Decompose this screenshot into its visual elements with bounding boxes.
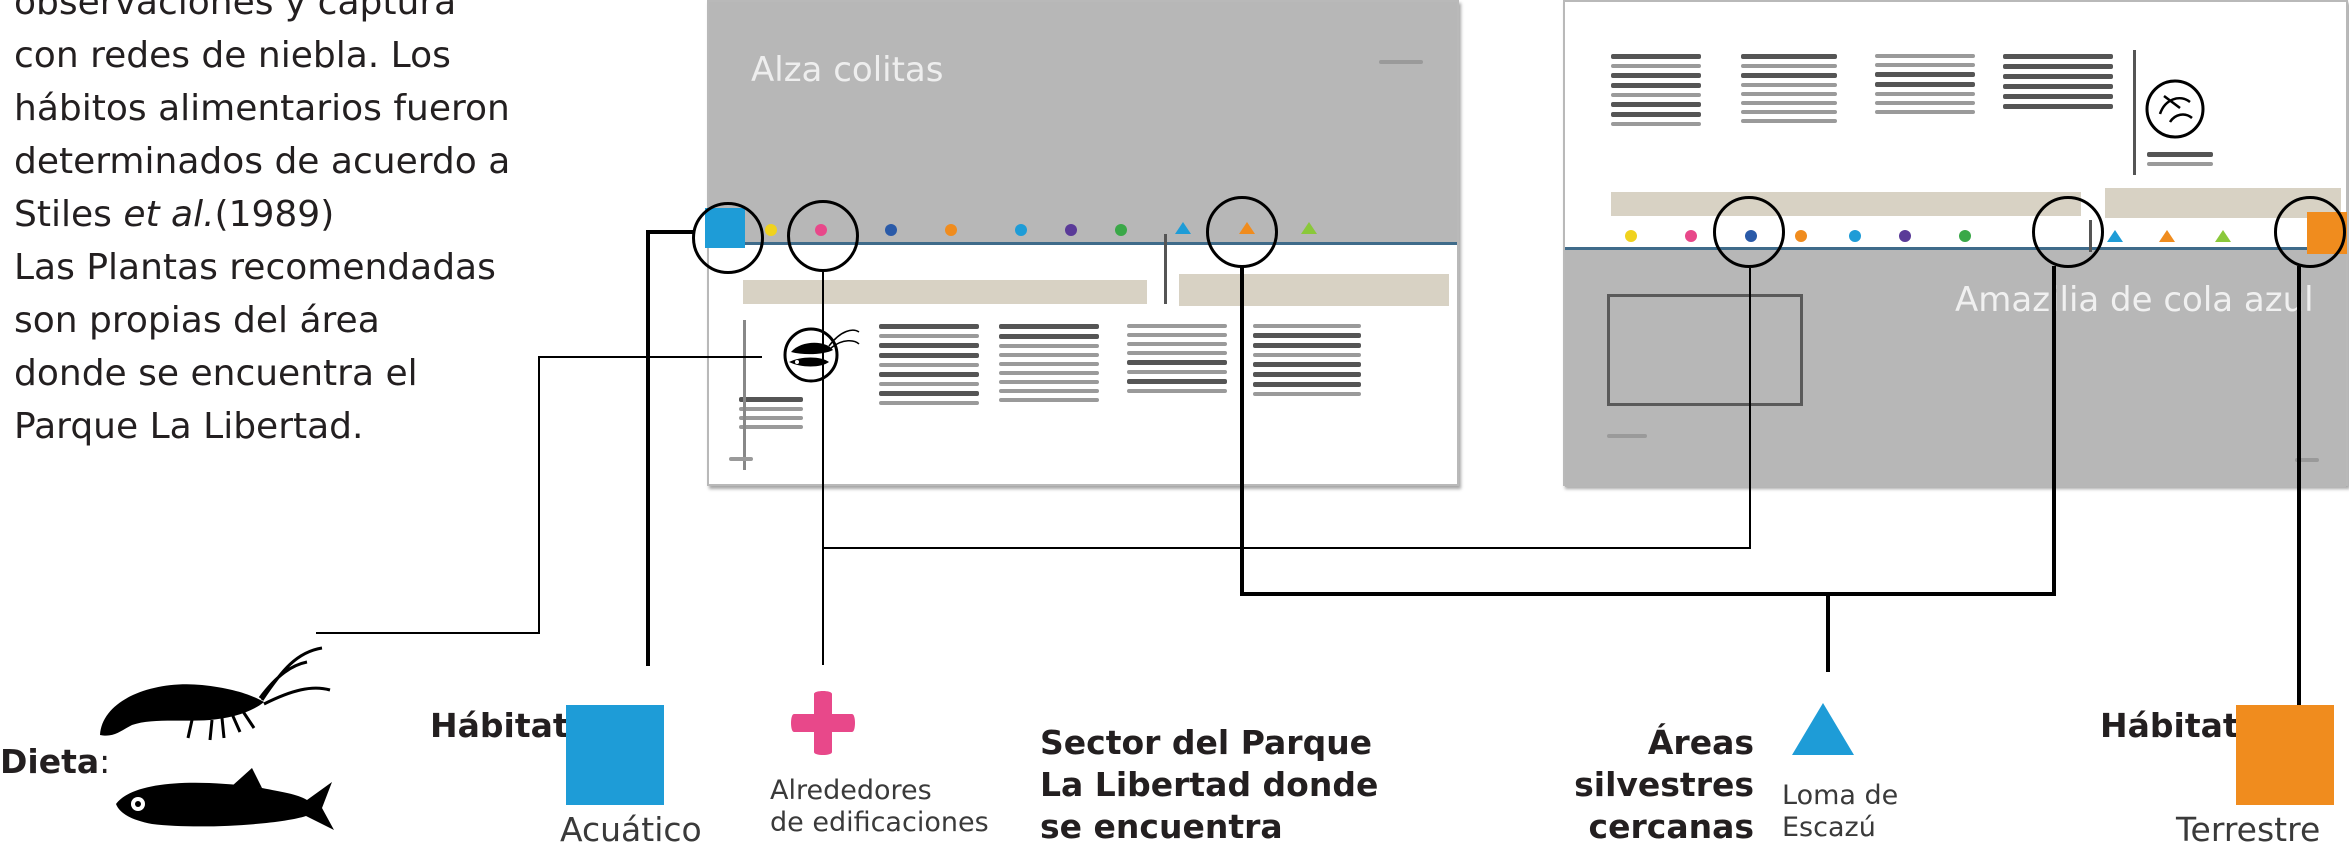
triangle-marker: [2215, 230, 2231, 242]
intro-line: Parque La Libertad.: [14, 406, 364, 447]
diet-label: Dieta:: [0, 742, 111, 781]
text-band: [743, 280, 1147, 304]
triangle-icon: [1792, 703, 1854, 755]
blur-text: [1741, 54, 1837, 128]
intro-citation: Stiles et al.(1989): [14, 194, 335, 235]
blur-text: [1611, 54, 1701, 131]
connector-line: [646, 230, 650, 666]
plus-shape-icon: [791, 691, 855, 755]
areas-value: Loma de Escazú: [1782, 780, 1898, 844]
intro-line: Las Plantas recomendadas: [14, 247, 496, 288]
highlight-ring-habitat-right: [2274, 196, 2346, 268]
dot: [1115, 224, 1127, 236]
triangle-marker: [2107, 230, 2123, 242]
page-bottom-band: [1565, 247, 2346, 487]
bird-icon: [2145, 79, 2205, 139]
highlight-ring-areas-right: [2032, 196, 2104, 268]
areas-heading-line: Áreas: [1647, 723, 1754, 762]
blur-text: [729, 457, 753, 466]
page-title: Alza colitas: [751, 50, 944, 90]
divider: [743, 320, 746, 470]
intro-line: con redes de niebla. Los: [14, 35, 451, 76]
sector-value: Alrededores de edificaciones: [770, 775, 989, 839]
highlight-ring-sector-right: [1713, 196, 1785, 268]
blur-text: [1875, 54, 1975, 119]
blur-text: [1607, 434, 1647, 443]
text-band: [1179, 274, 1449, 306]
dot: [1065, 224, 1077, 236]
connector-line: [538, 356, 540, 633]
habitat-label-right: Hábitat: [2100, 706, 2239, 745]
dot: [765, 224, 777, 236]
connector-line: [822, 272, 824, 665]
dot: [1849, 230, 1861, 242]
areas-heading: Áreas silvestres cercanas: [1560, 722, 1754, 848]
dot: [1959, 230, 1971, 242]
connector-line: [1826, 592, 1830, 672]
dot: [1625, 230, 1637, 242]
triangle-marker: [1301, 222, 1317, 234]
blur-text: [879, 324, 979, 410]
divider: [2133, 50, 2136, 175]
blur-text: [2147, 152, 2213, 171]
intro-line: donde se encuentra el: [14, 353, 418, 394]
intro-line: observaciones y captura: [14, 0, 457, 23]
habitat-value-right: Terrestre: [2176, 810, 2321, 849]
sector-heading-line: Sector del Parque: [1040, 723, 1373, 762]
highlight-ring-habitat-left: [692, 202, 764, 274]
dot: [945, 224, 957, 236]
connector-line: [316, 632, 540, 634]
shrimp-icon: [100, 646, 331, 741]
sector-heading-line: La Libertad donde: [1040, 765, 1379, 804]
habitat-acuatico-square: [566, 705, 664, 805]
areas-value-line: Loma de: [1782, 780, 1899, 811]
connector-line: [646, 230, 694, 234]
connector-line: [1240, 592, 2054, 596]
connector-line: [540, 356, 762, 358]
dot: [1685, 230, 1697, 242]
intro-line: son propias del área: [14, 300, 380, 341]
intro-line: hábitos alimentarios fueron: [14, 88, 510, 129]
blur-text: [2295, 458, 2319, 467]
image-placeholder: [1607, 294, 1803, 406]
connector-line: [2297, 266, 2301, 714]
triangle-marker: [2159, 230, 2175, 242]
intro-line: determinados de acuerdo a: [14, 141, 511, 182]
connector-line: [1749, 268, 1751, 549]
connector-line: [1240, 266, 1244, 594]
connector-line: [822, 547, 1751, 549]
blur-text: [999, 324, 1099, 407]
dot: [1795, 230, 1807, 242]
intro-text: observaciones y captura con redes de nie…: [14, 0, 534, 453]
connector-line: [2052, 266, 2056, 596]
areas-value-line: Escazú: [1782, 812, 1876, 843]
sector-value-line: Alrededores: [770, 775, 932, 806]
blur-text: [739, 397, 803, 434]
page-title: Amazilia de cola azul: [1955, 280, 2314, 320]
habitat-value-left: Acuático: [560, 810, 702, 849]
diet-thumbnail-icon: [783, 327, 860, 383]
highlight-ring-sector-left: [787, 200, 859, 272]
blur-text: [1127, 324, 1227, 398]
fish-icon: [116, 768, 334, 830]
habitat-label-left: Hábitat: [430, 706, 569, 745]
blur-text: [1379, 60, 1423, 69]
dot: [885, 224, 897, 236]
habitat-terrestre-square: [2236, 705, 2334, 805]
blur-text: [2003, 54, 2113, 114]
sector-heading: Sector del Parque La Libertad donde se e…: [1040, 722, 1378, 848]
dot: [1015, 224, 1027, 236]
blur-text: [1253, 324, 1361, 401]
triangle-marker: [1175, 222, 1191, 234]
sector-value-line: de edificaciones: [770, 807, 989, 838]
dot: [1899, 230, 1911, 242]
page-thumbnail-amazilia: Amazilia de cola azul: [1563, 0, 2348, 487]
highlight-ring-areas-left: [1206, 196, 1278, 268]
sector-heading-line: se encuentra: [1040, 807, 1283, 846]
divider: [1164, 234, 1167, 304]
text-band: [1611, 192, 2081, 216]
areas-heading-line: cercanas: [1588, 807, 1754, 846]
areas-heading-line: silvestres: [1574, 765, 1754, 804]
